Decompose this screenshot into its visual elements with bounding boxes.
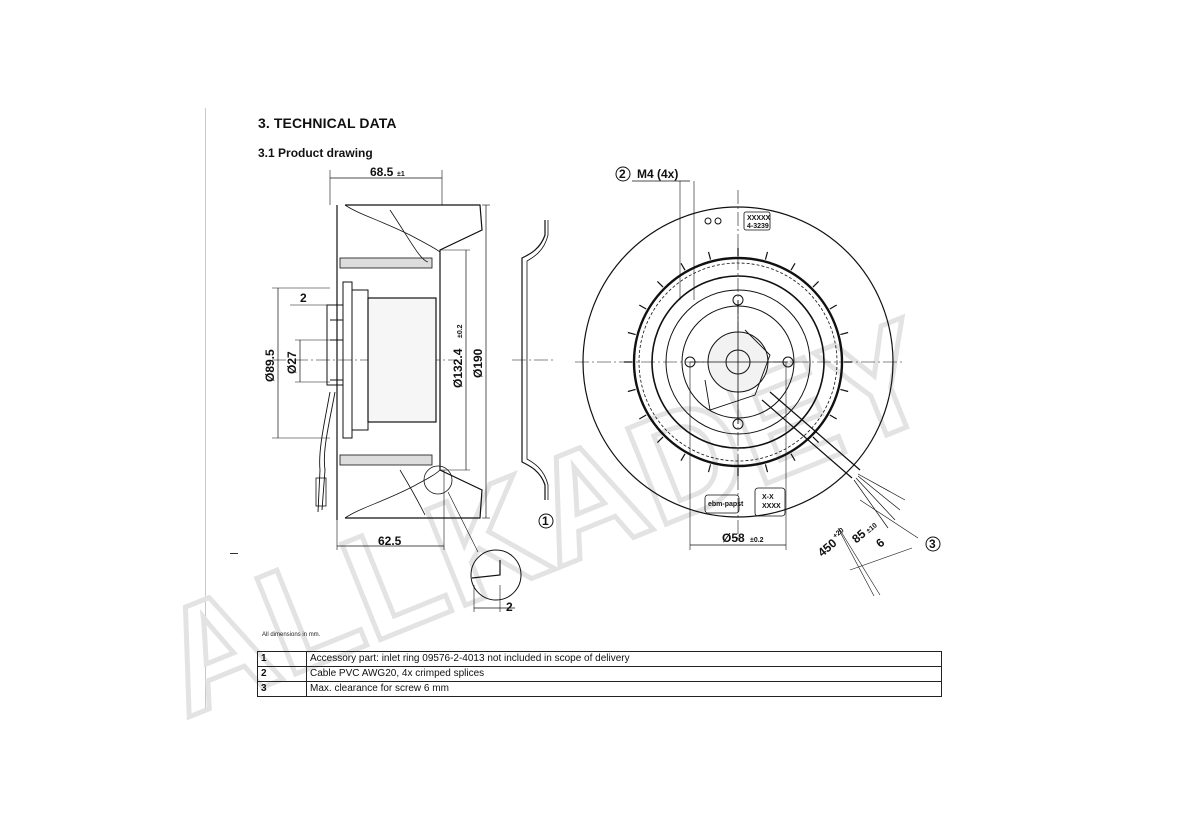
note-text: Cable PVC AWG20, 4x crimped splices — [306, 666, 942, 682]
dim-width-bottom: 62.5 — [378, 534, 402, 548]
table-row: 2 Cable PVC AWG20, 4x crimped splices — [257, 666, 942, 682]
note-text: Accessory part: inlet ring 09576-2-4013 … — [306, 651, 942, 667]
subsection-title: 3.1 Product drawing — [258, 146, 373, 160]
callout-2-circle — [615, 166, 631, 182]
callout-2-label: 2 — [619, 167, 626, 181]
label-bottom-1: X-X — [762, 494, 774, 501]
ring-tooth — [627, 388, 636, 393]
label-small: ebm-papst — [708, 501, 744, 508]
label-bottom-2: XXXX — [762, 503, 781, 510]
detail-dim: 2 — [506, 600, 513, 614]
dim-dia-190: Ø190 — [471, 348, 485, 378]
section-title: 3. TECHNICAL DATA — [258, 115, 397, 131]
table-row: 1 Accessory part: inlet ring 09576-2-401… — [257, 651, 942, 667]
page-margin-rule — [205, 108, 206, 708]
note-text: Max. clearance for screw 6 mm — [306, 681, 942, 697]
ring-tooth — [627, 331, 636, 336]
callout-3-label: 3 — [929, 537, 936, 551]
callout-1-circle — [538, 513, 554, 529]
ring-tooth — [764, 464, 769, 473]
dim-cable-85-tol: ±10 — [865, 522, 878, 535]
notes-table: 1 Accessory part: inlet ring 09576-2-401… — [257, 651, 942, 697]
ring-tooth — [790, 453, 796, 462]
ring-tooth — [764, 251, 769, 260]
front-view — [575, 180, 919, 597]
note-number: 1 — [257, 651, 307, 667]
note-number: 3 — [257, 681, 307, 697]
callout-3-circle — [925, 536, 941, 552]
ring-tooth — [829, 304, 838, 310]
ring-teeth — [624, 248, 852, 476]
inlet-ring-profile — [512, 220, 556, 500]
ring-tooth — [656, 280, 664, 288]
dim-width-top-tol: ±1 — [397, 171, 405, 178]
dim-dia-58-tol: ±0.2 — [750, 537, 764, 544]
side-view — [272, 170, 522, 612]
dim-width-top: 68.5 — [370, 165, 394, 179]
dim-dia-27: Ø27 — [285, 351, 299, 374]
ring-tooth — [707, 251, 712, 260]
dim-dia-89: Ø89.5 — [263, 349, 277, 382]
label-top-2: 4-3239 — [747, 223, 769, 230]
margin-dash-mark — [230, 553, 238, 554]
ring-tooth — [680, 453, 686, 462]
ring-tooth — [812, 280, 820, 288]
ring-tooth — [840, 331, 849, 336]
dim-offset: 2 — [300, 291, 307, 305]
ring-tooth — [812, 436, 820, 444]
note-number: 2 — [257, 666, 307, 682]
all-dimensions-note: All dimensions in mm. — [262, 632, 321, 638]
ring-tooth — [829, 414, 838, 420]
ring-tooth — [638, 304, 647, 310]
ring-tooth — [840, 388, 849, 393]
dim-dia-58: Ø58 — [722, 531, 745, 545]
callout-1-label: 1 — [542, 514, 549, 528]
table-row: 3 Max. clearance for screw 6 mm — [257, 681, 942, 697]
dim-dia-132: Ø132.4 — [451, 348, 465, 388]
ring-tooth — [680, 262, 686, 271]
dim-dia-132-tol: ±0.2 — [457, 324, 464, 338]
ring-tooth — [656, 436, 664, 444]
label-top-1: XXXXX — [747, 215, 771, 222]
ring-tooth — [707, 464, 712, 473]
dim-cable-6: 6 — [873, 535, 887, 550]
ring-tooth — [790, 262, 796, 271]
screw-label: M4 (4x) — [637, 167, 678, 181]
ring-tooth — [638, 414, 647, 420]
